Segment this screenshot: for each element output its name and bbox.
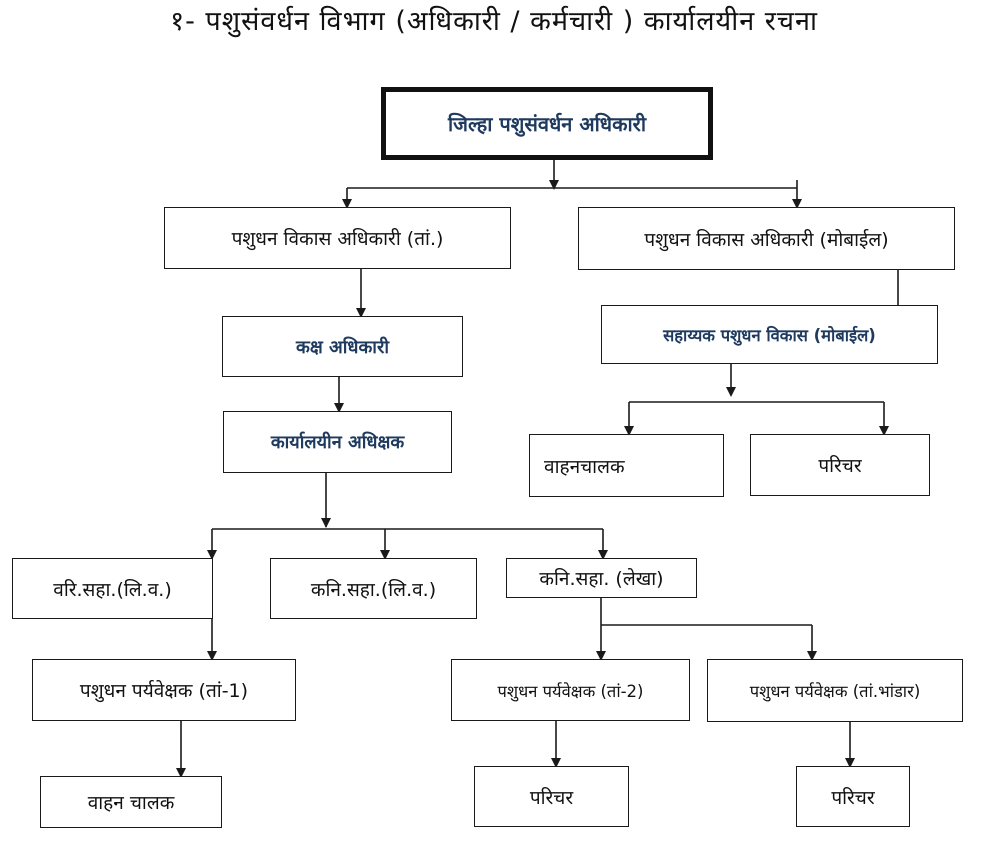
arrowhead xyxy=(207,550,217,560)
node-district-animal-husbandry-officer: जिल्हा पशुसंवर्धन अधिकारी xyxy=(381,87,713,160)
node-livestock-supervisor-1: पशुधन पर्यवेक्षक (तां-1) xyxy=(32,659,296,721)
arrowhead xyxy=(356,308,366,318)
arrowhead xyxy=(879,426,889,436)
arrowhead xyxy=(624,426,634,436)
node-vehicle-driver: वाहन चालक xyxy=(40,776,222,828)
arrowhead xyxy=(207,651,217,661)
node-junior-assistant-clerk: कनि.सहा.(लि.व.) xyxy=(270,558,477,619)
node-driver-mobile: वाहनचालक xyxy=(529,434,724,497)
arrowhead xyxy=(551,758,561,768)
node-senior-assistant-clerk: वरि.सहा.(लि.व.) xyxy=(12,558,213,619)
arrowhead xyxy=(380,550,390,560)
node-junior-assistant-accounts: कनि.सहा. (लेखा) xyxy=(506,558,697,598)
page-title: १- पशुसंवर्धन विभाग (अधिकारी / कर्मचारी … xyxy=(170,6,818,37)
arrowhead xyxy=(845,758,855,768)
node-assistant-livestock-development-mobile: सहाय्यक पशुधन विकास (मोबाईल) xyxy=(601,305,938,364)
arrowhead xyxy=(726,387,736,397)
arrowhead xyxy=(598,550,608,560)
arrowhead xyxy=(596,651,606,661)
node-attendant-store: परिचर xyxy=(796,766,910,827)
node-livestock-supervisor-store: पशुधन पर्यवेक्षक (तां.भांडार) xyxy=(707,659,963,722)
arrowhead xyxy=(342,199,352,209)
node-livestock-development-officer-mobile: पशुधन विकास अधिकारी (मोबाईल) xyxy=(578,207,955,270)
arrowhead xyxy=(176,768,186,778)
node-livestock-development-officer-taluka: पशुधन विकास अधिकारी (तां.) xyxy=(164,207,511,269)
arrowhead xyxy=(334,403,344,413)
node-attendant-supervisor-2: परिचर xyxy=(474,766,629,827)
arrowhead xyxy=(321,518,331,528)
node-section-officer: कक्ष अधिकारी xyxy=(222,316,463,377)
node-livestock-supervisor-2: पशुधन पर्यवेक्षक (तां-2) xyxy=(451,659,690,721)
arrowhead xyxy=(807,651,817,661)
node-attendant-mobile: परिचर xyxy=(750,434,930,496)
arrowhead xyxy=(792,199,802,209)
arrowhead xyxy=(549,180,559,190)
node-office-superintendent: कार्यालयीन अधिक्षक xyxy=(223,411,452,473)
